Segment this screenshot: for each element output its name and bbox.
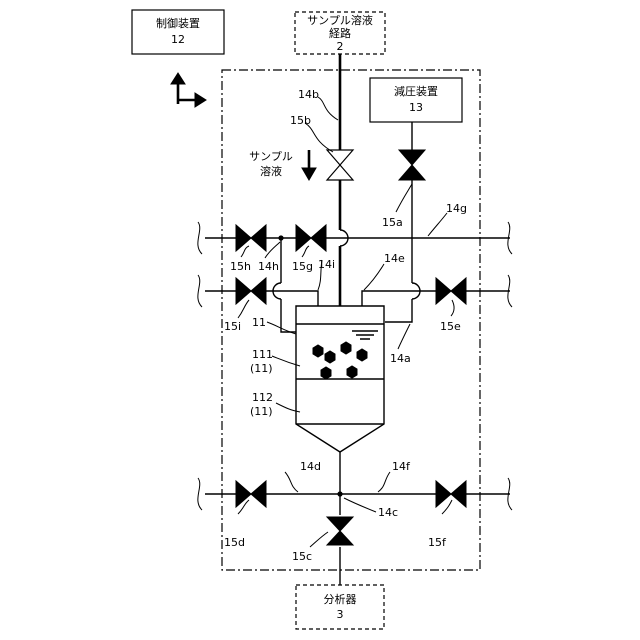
flow-label-1: サンプル	[249, 150, 293, 163]
valve-15b	[327, 150, 353, 180]
valve-15h	[236, 225, 266, 251]
label-15h: 15h	[230, 260, 251, 273]
label-11: 11	[252, 316, 266, 329]
label-15f: 15f	[428, 536, 447, 549]
pipe-14e	[362, 291, 384, 306]
decompressor-name: 減圧装置	[394, 84, 438, 98]
controller-name: 制御装置	[156, 16, 200, 30]
direction-arrow-icon	[171, 73, 206, 107]
sample-path-name-1: サンプル溶液	[307, 13, 373, 27]
label-15g: 15g	[292, 260, 313, 273]
flow-label-2: 溶液	[260, 164, 282, 178]
analyzer-num: 3	[337, 608, 344, 621]
junction-14c	[337, 491, 342, 496]
label-111-sub: (11)	[250, 362, 273, 375]
controller-num: 12	[171, 33, 185, 46]
break-left-15i	[198, 275, 202, 307]
pipe-14i	[296, 291, 318, 306]
label-14a: 14a	[390, 352, 411, 365]
valve-15g	[296, 225, 326, 251]
label-15d: 15d	[224, 536, 245, 549]
label-14e: 14e	[384, 252, 405, 265]
label-14i: 14i	[318, 258, 335, 271]
valve-15d	[236, 481, 266, 507]
break-left-14d	[198, 478, 202, 510]
label-15c: 15c	[292, 550, 312, 563]
decompressor-box: 減圧装置 13	[370, 78, 462, 122]
controller-box: 制御装置 12	[132, 10, 224, 54]
label-111: 111	[252, 348, 273, 361]
chamber-11	[296, 306, 384, 452]
valve-15a	[399, 150, 425, 180]
decompressor-num: 13	[409, 101, 423, 114]
flow-arrow-icon	[302, 150, 316, 180]
label-14f: 14f	[392, 460, 411, 473]
break-left-14g	[198, 222, 202, 254]
label-112: 112	[252, 391, 273, 404]
sample-path-num: 2	[337, 40, 344, 53]
label-14c: 14c	[378, 506, 398, 519]
analyzer-name: 分析器	[324, 592, 357, 606]
valve-15e	[436, 278, 466, 304]
label-15e: 15e	[440, 320, 461, 333]
label-14h: 14h	[258, 260, 279, 273]
particles	[313, 342, 367, 379]
label-14d: 14d	[300, 460, 321, 473]
label-112-sub: (11)	[250, 405, 273, 418]
valve-15f	[436, 481, 466, 507]
sample-path-name-2: 経路	[329, 27, 351, 40]
label-15i: 15i	[224, 320, 241, 333]
analyzer-box: 分析器 3	[296, 585, 384, 629]
label-15b: 15b	[290, 114, 311, 127]
label-15a: 15a	[382, 216, 403, 229]
valve-15c	[327, 517, 353, 545]
label-14b: 14b	[298, 88, 319, 101]
sample-path-box: サンプル溶液 経路 2	[295, 12, 385, 54]
label-14g: 14g	[446, 202, 467, 215]
pipe-14h	[281, 238, 296, 332]
valve-15i	[236, 278, 266, 304]
